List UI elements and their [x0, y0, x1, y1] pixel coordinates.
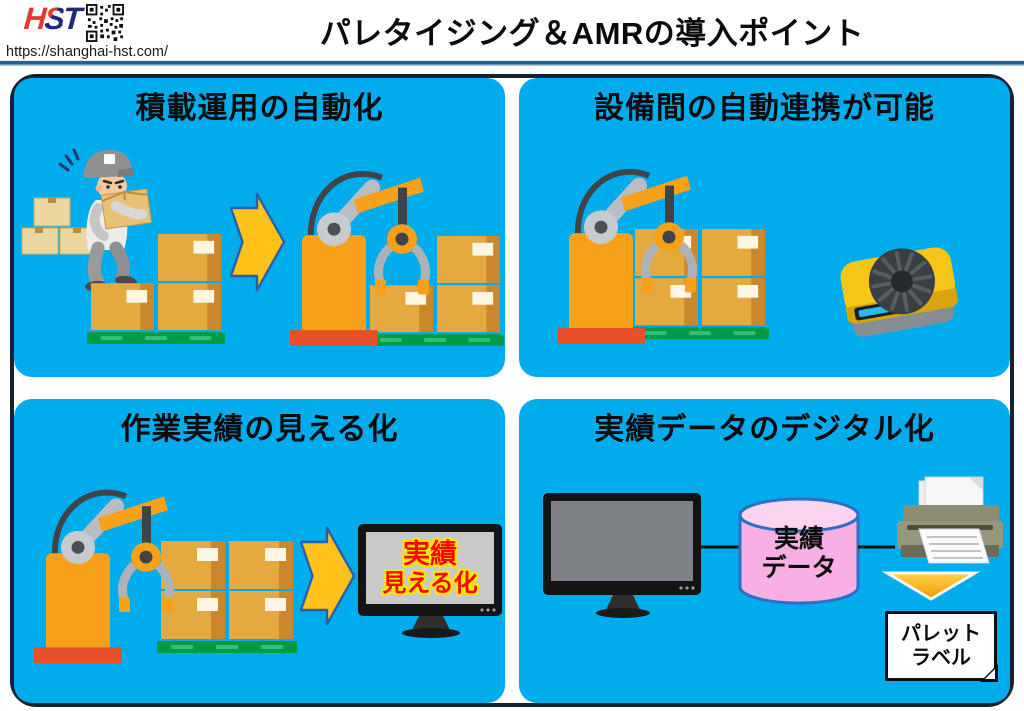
loading-automation-illustration	[21, 148, 505, 377]
database-label: 実績 データ	[761, 525, 837, 582]
four-panel-frame: 積載運用の自動化	[10, 74, 1014, 707]
worker-icon	[58, 148, 153, 292]
pallet-boxes-icon	[87, 234, 225, 344]
logo-block: HST	[6, 1, 196, 60]
panel-1-title: 積載運用の自動化	[135, 92, 384, 125]
small-box-stack-icon	[21, 197, 97, 255]
logo-letter-t: T	[61, 1, 82, 36]
printer-icon	[897, 476, 1003, 564]
hst-logo: HST	[23, 1, 82, 36]
work-visualization-illustration	[14, 447, 502, 703]
panel-2-title: 設備間の自動連携が可能	[594, 92, 935, 125]
panel-work-visualization: 作業実績の見える化 実績 見える化	[14, 399, 505, 703]
panel-loading-automation: 積載運用の自動化	[14, 78, 505, 377]
panel-4-title: 実績データのデジタル化	[594, 413, 935, 446]
equipment-coordination-illustration	[519, 126, 959, 377]
panel-data-digitization: 実績データのデジタル化	[519, 399, 1010, 703]
robot-arm-icon	[34, 493, 173, 663]
page-title: パレタイジング＆AMRの導入ポイント	[319, 16, 865, 51]
site-url: https://shanghai-hst.com/	[6, 44, 168, 60]
arrow-down-icon	[881, 571, 981, 601]
scene-equipment-coordination	[519, 126, 1010, 377]
panel-equipment-coordination: 設備間の自動連携が可能	[519, 78, 1010, 377]
monitor-icon	[358, 524, 502, 638]
panel-3-title: 作業実績の見える化	[120, 413, 399, 446]
qr-code-icon	[86, 4, 125, 42]
amr-robot-icon	[840, 247, 959, 337]
header-divider	[0, 60, 1024, 66]
data-digitization-illustration	[543, 476, 1003, 618]
arrow-right-icon	[230, 192, 286, 292]
header: HST	[0, 0, 1024, 60]
arrow-right-icon	[300, 526, 356, 626]
pallet-label-card: パレット ラベル	[885, 611, 998, 682]
scene-data-digitization: 実績 データ パレット ラベル	[519, 447, 1010, 703]
scene-loading-automation	[14, 126, 505, 377]
scene-work-visualization: 実績 見える化	[14, 447, 505, 703]
pallet-boxes-icon	[157, 541, 297, 653]
database-icon	[738, 497, 860, 605]
monitor-screen-text: 実績 見える化	[382, 538, 478, 597]
monitor-icon	[543, 493, 701, 618]
